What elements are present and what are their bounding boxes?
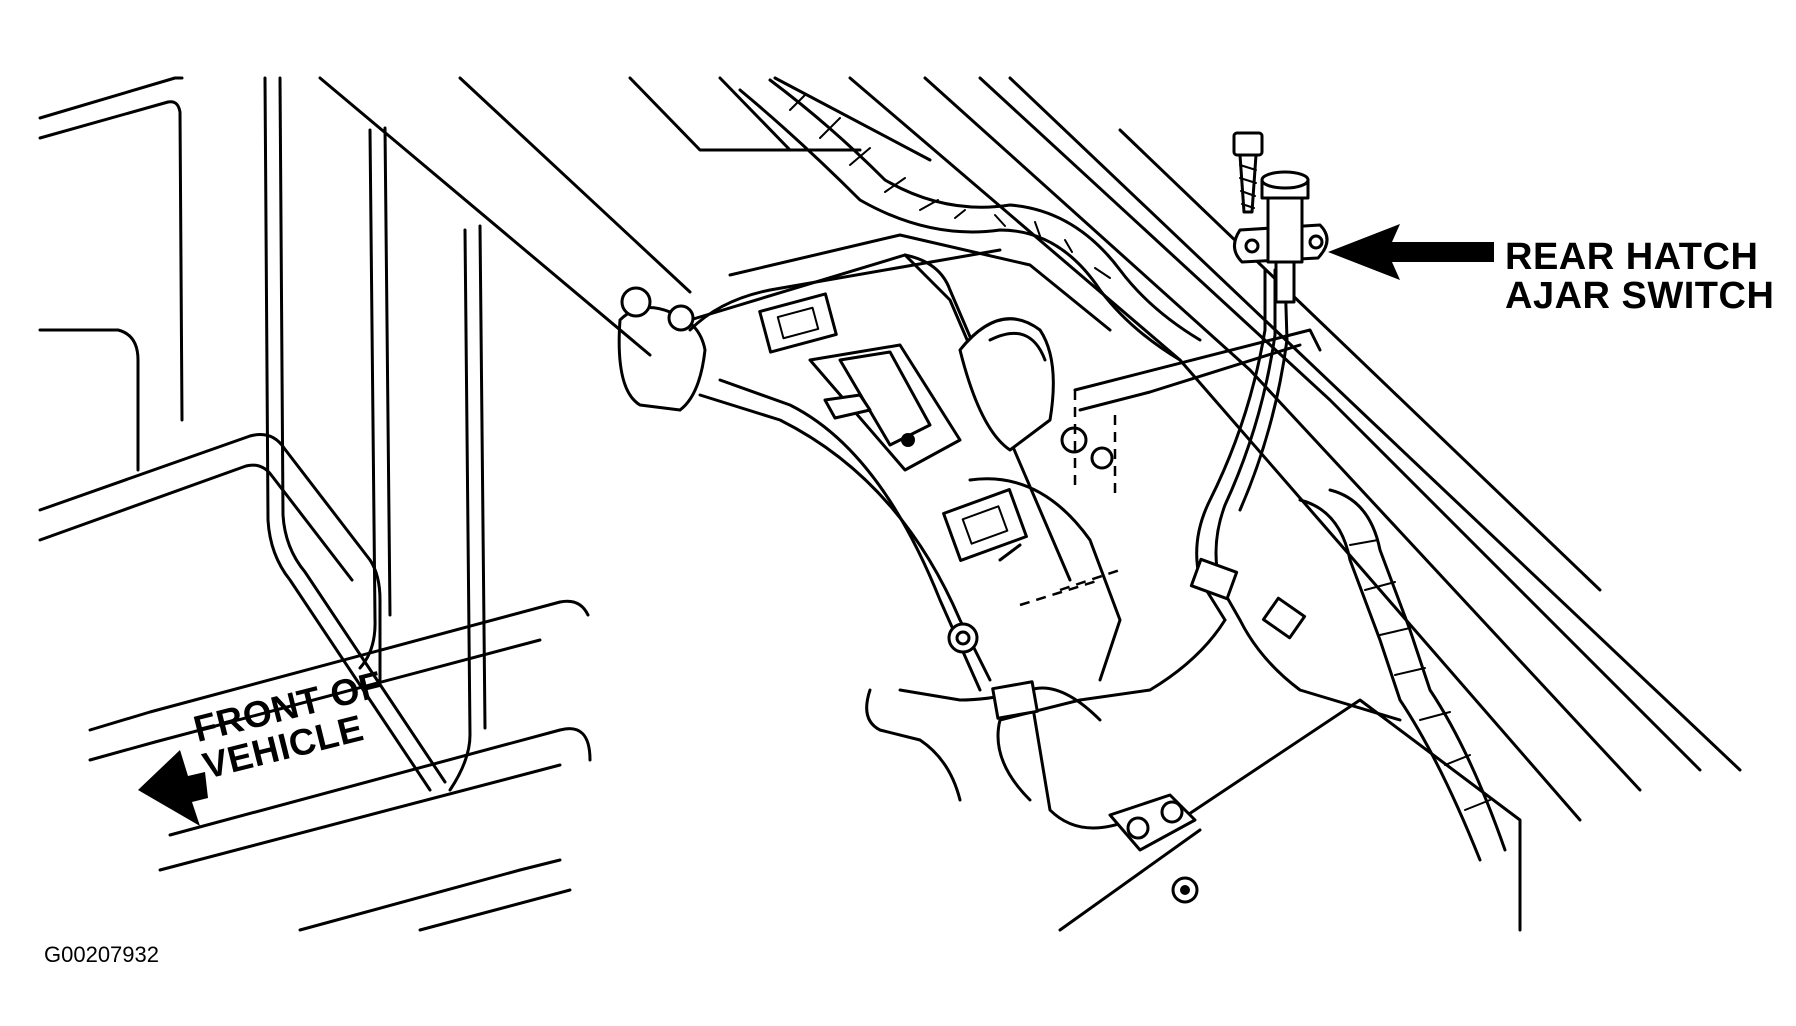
rear-hatch-switch-callout: REAR HATCH AJAR SWITCH xyxy=(1505,238,1774,316)
wiring-loom xyxy=(738,78,1507,862)
callout-arrow-icon xyxy=(1328,224,1494,280)
callout-line-1: REAR HATCH xyxy=(1505,236,1759,278)
latch-assembly xyxy=(758,292,1028,562)
lower-bracket xyxy=(1108,793,1199,904)
hatch-header xyxy=(617,233,1114,692)
callout-line-2: AJAR SWITCH xyxy=(1505,274,1775,317)
window-frame xyxy=(38,76,592,932)
figure-code: G00207932 xyxy=(44,942,159,967)
mounting-screw xyxy=(1232,131,1264,214)
roof-rails xyxy=(318,76,1742,932)
switch-mount-plate xyxy=(1019,328,1322,607)
rear-hatch-ajar-switch xyxy=(1233,170,1329,304)
striker-bracket xyxy=(958,317,1122,682)
direction-arrow-icon xyxy=(138,750,208,826)
switch-harness xyxy=(865,268,1402,830)
